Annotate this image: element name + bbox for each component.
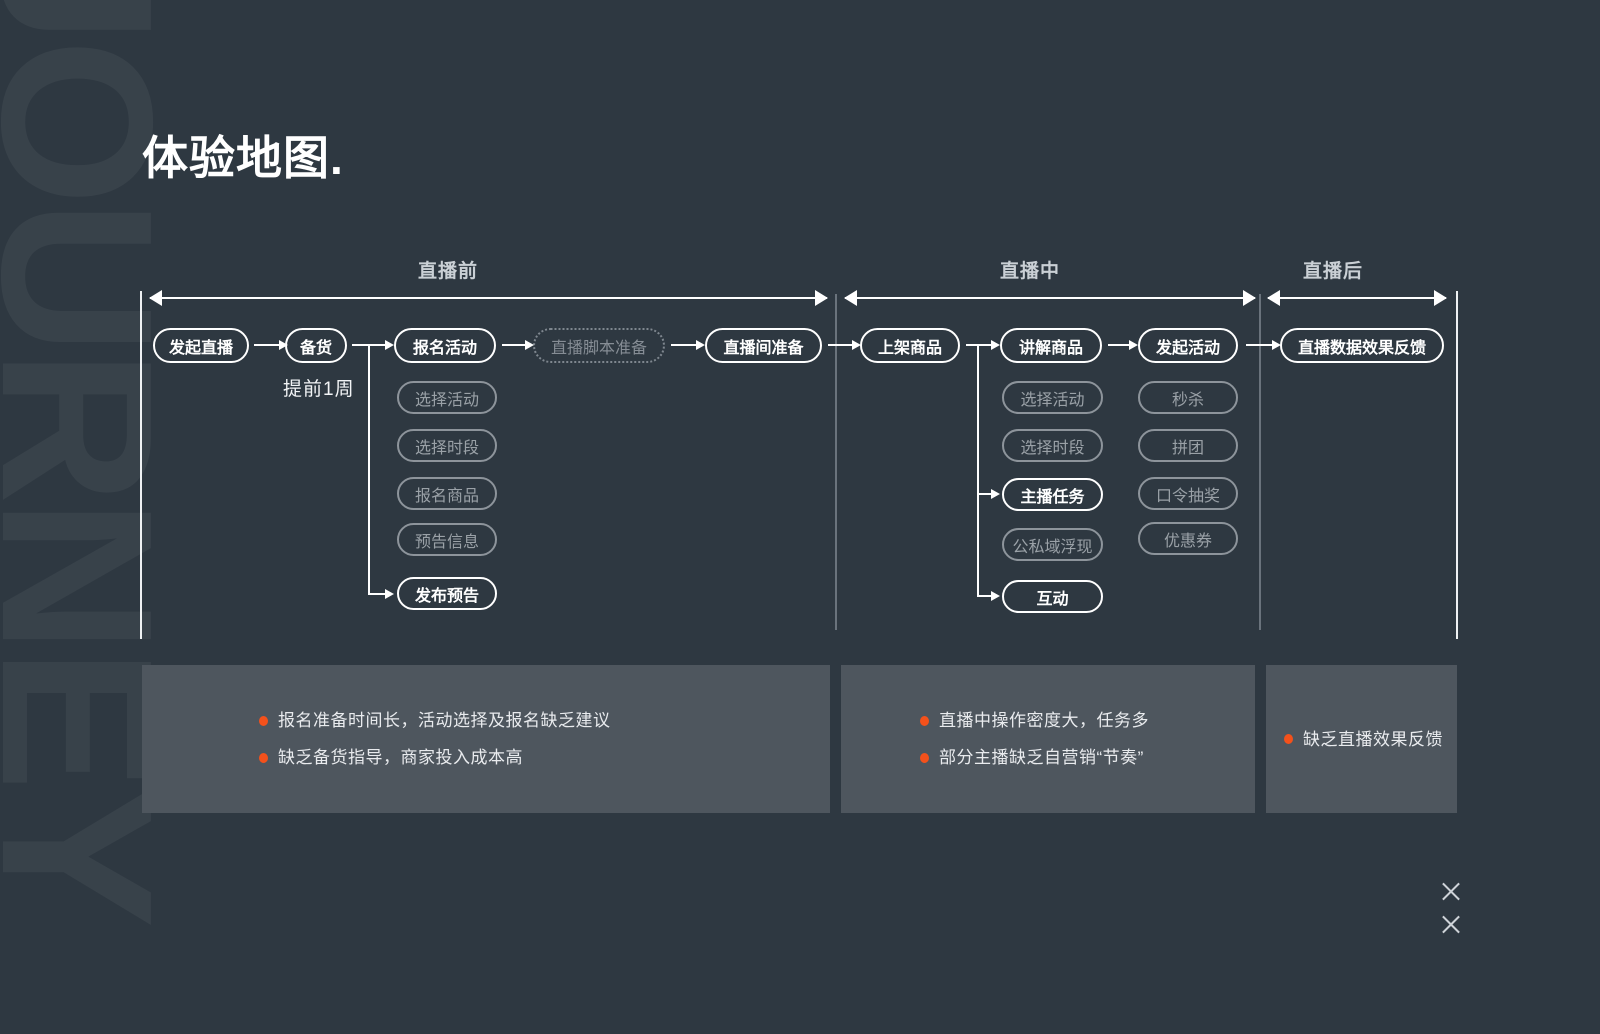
flow-node: 直播脚本准备 [533, 328, 665, 363]
pain-point-item: 部分主播缺乏自营销“节奏” [920, 746, 1255, 769]
flow-subnode: 预告信息 [397, 523, 497, 556]
bullet-dot-icon [920, 715, 929, 726]
flow-subnode: 口令抽奖 [1138, 477, 1238, 510]
branch-line [977, 345, 979, 597]
flow-arrow-icon [966, 340, 1000, 350]
pain-point-text: 报名准备时间长，活动选择及报名缺乏建议 [278, 711, 611, 730]
pain-points-panel-before: 报名准备时间长，活动选择及报名缺乏建议缺乏备货指导，商家投入成本高 [142, 665, 830, 813]
phase-span-arrow [149, 290, 828, 306]
pain-point-item: 缺乏备货指导，商家投入成本高 [259, 746, 830, 769]
flow-subnode: 公私域浮现 [1002, 528, 1103, 561]
phase-header-after-live: 直播后 [1302, 261, 1364, 282]
pain-point-item: 缺乏直播效果反馈 [1284, 728, 1457, 751]
branch-line [368, 345, 370, 595]
pain-point-item: 报名准备时间长，活动选择及报名缺乏建议 [259, 709, 830, 732]
pain-point-text: 缺乏备货指导，商家投入成本高 [278, 748, 523, 767]
pain-point-item: 直播中操作密度大，任务多 [920, 709, 1255, 732]
flow-arrow-icon [1246, 340, 1281, 350]
map-right-boundary-line [1456, 291, 1458, 639]
phase-span-arrow [1267, 290, 1447, 306]
flow-arrow-icon [671, 340, 705, 350]
flow-node: 发起直播 [153, 328, 249, 363]
flow-node: 备货 [285, 328, 347, 363]
flow-node: 发起活动 [1138, 328, 1238, 363]
flow-arrow-icon [828, 340, 861, 350]
phase-span-arrow [844, 290, 1256, 306]
flow-subnode: 秒杀 [1138, 381, 1238, 414]
branch-arrow-icon [369, 589, 394, 599]
page-title: 体验地图. [142, 132, 344, 184]
flow-subnode: 选择活动 [397, 381, 497, 414]
flow-subnode: 报名商品 [397, 477, 497, 510]
background-watermark: JOURNEY [0, 0, 198, 923]
phase-divider-line [835, 294, 837, 630]
pain-points-panel-after: 缺乏直播效果反馈 [1266, 665, 1457, 813]
flow-arrow-icon [502, 340, 534, 350]
phase-header-before-live: 直播前 [417, 261, 479, 282]
pain-points-panel-during: 直播中操作密度大，任务多部分主播缺乏自营销“节奏” [841, 665, 1255, 813]
flow-subnode: 发布预告 [397, 577, 497, 610]
flow-subnode: 主播任务 [1002, 478, 1103, 511]
bullet-dot-icon [920, 752, 929, 763]
branch-arrow-icon [978, 489, 1000, 499]
pain-point-text: 缺乏直播效果反馈 [1303, 729, 1443, 749]
x-mark-icon [1441, 915, 1460, 934]
phase-divider-line [1259, 294, 1261, 630]
pain-point-text: 直播中操作密度大，任务多 [939, 711, 1149, 730]
flow-node: 报名活动 [394, 328, 496, 363]
flow-arrow-icon [254, 340, 288, 350]
map-left-boundary-line [140, 291, 142, 639]
flow-subnode: 拼团 [1138, 429, 1238, 462]
bullet-dot-icon [259, 752, 268, 763]
bullet-dot-icon [259, 715, 268, 726]
pain-point-text: 部分主播缺乏自营销“节奏” [939, 748, 1144, 767]
flow-subnode: 选择活动 [1002, 381, 1103, 414]
flow-node: 直播间准备 [705, 328, 822, 363]
lead-time-note: 提前1周 [283, 379, 355, 400]
phase-header-during-live: 直播中 [999, 261, 1061, 282]
flow-subnode: 选择时段 [1002, 429, 1103, 462]
bullet-dot-icon [1284, 734, 1293, 744]
flow-subnode: 选择时段 [397, 429, 497, 462]
flow-node: 上架商品 [860, 328, 960, 363]
flow-arrow-icon [1108, 340, 1138, 350]
branch-arrow-icon [978, 591, 1000, 601]
flow-node: 直播数据效果反馈 [1280, 328, 1444, 363]
x-mark-icon [1441, 882, 1460, 901]
flow-node: 讲解商品 [1000, 328, 1102, 363]
flow-subnode: 优惠券 [1138, 522, 1238, 555]
flow-subnode: 互动 [1002, 580, 1103, 613]
